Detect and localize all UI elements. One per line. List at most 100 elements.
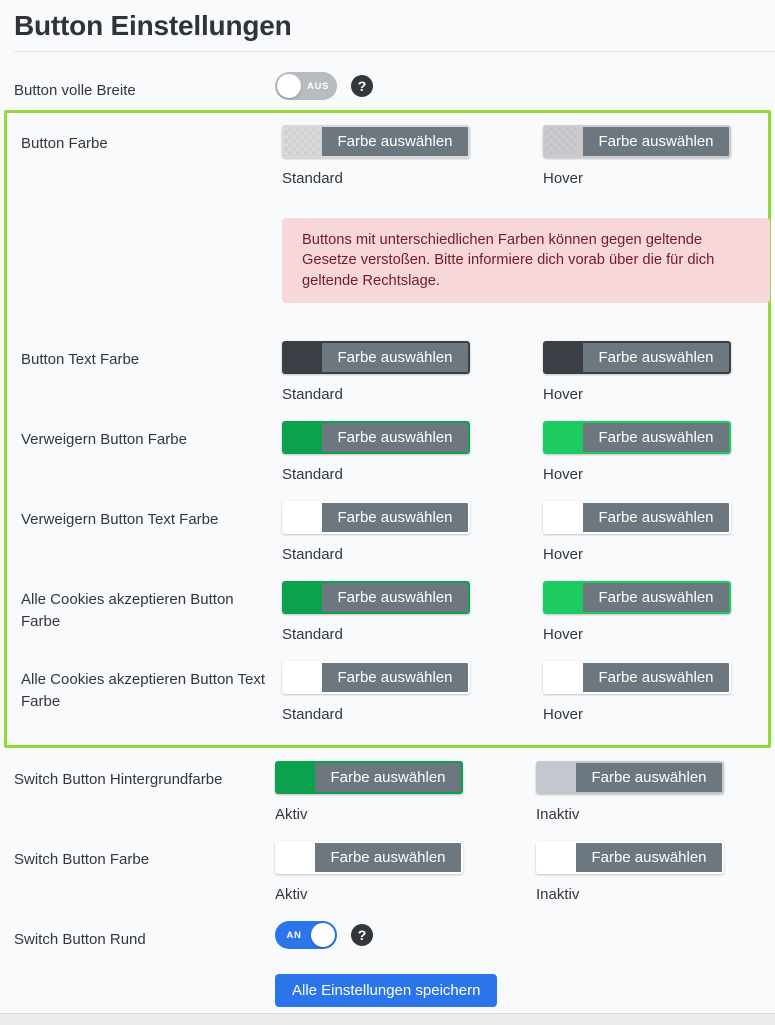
picker-caption: Hover [543, 466, 584, 484]
picker-group-standard: Farbe auswählen Standard [282, 581, 470, 643]
color-swatch [538, 763, 576, 793]
color-picker-button-standard[interactable]: Farbe auswählen [282, 124, 470, 158]
color-picker-label: Farbe auswählen [598, 132, 714, 150]
color-picker-label: Farbe auswählen [598, 589, 714, 607]
color-picker-button-standard[interactable]: Farbe auswählen [282, 501, 470, 535]
picker-group-standard: Farbe auswählen Standard [282, 421, 470, 483]
picker-group-hover: Farbe auswählen Hover [543, 124, 731, 187]
setting-row-switch-hintergrundfarbe: Switch Button Hintergrundfarbe Farbe aus… [0, 761, 775, 823]
color-swatch [284, 503, 322, 533]
setting-label: Button volle Breite [14, 82, 136, 99]
color-picker-label: Farbe auswählen [330, 769, 446, 787]
color-picker-button-aktiv[interactable]: Farbe auswählen [275, 841, 463, 875]
color-picker-label: Farbe auswählen [337, 589, 453, 607]
picker-caption: Aktiv [275, 886, 308, 904]
color-picker-button-inaktiv[interactable]: Farbe auswählen [536, 761, 724, 795]
picker-caption: Hover [543, 706, 584, 724]
color-picker-label: Farbe auswählen [337, 429, 453, 447]
picker-group-inaktiv: Farbe auswählen Inaktiv [536, 841, 724, 903]
picker-group-hover: Farbe auswählen Hover [543, 421, 731, 483]
setting-row-switch-rund: Switch Button Rund AN ? [0, 921, 775, 951]
toggle-wrap: AN ? [275, 921, 373, 950]
color-swatch [284, 423, 322, 453]
color-swatch [284, 663, 322, 693]
toggle-button-volle-breite[interactable]: AUS [275, 72, 337, 100]
color-picker-button-hover[interactable]: Farbe auswählen [543, 501, 731, 535]
setting-label: Alle Cookies akzeptieren Button Text Far… [21, 671, 266, 711]
help-icon[interactable]: ? [351, 924, 373, 947]
picker-caption: Inaktiv [536, 806, 580, 824]
toggle-knob [277, 74, 301, 98]
color-picker-label: Farbe auswählen [337, 509, 453, 527]
picker-group-hover: Farbe auswählen Hover [543, 581, 731, 643]
picker-columns: Farbe auswählen Aktiv Farbe auswählen In… [275, 761, 724, 823]
legal-warning-notice: Buttons mit unterschiedlichen Farben kön… [282, 217, 770, 304]
setting-label: Switch Button Farbe [14, 851, 150, 869]
picker-caption: Standard [282, 386, 343, 404]
setting-label: Verweigern Button Farbe [21, 431, 187, 449]
picker-group-hover: Farbe auswählen Hover [543, 341, 731, 403]
color-swatch [538, 843, 576, 873]
setting-row-button-farbe: Button Farbe Farbe auswählen Standard Fa… [14, 124, 768, 187]
picker-group-standard: Farbe auswählen Standard [282, 501, 470, 563]
color-picker-label: Farbe auswählen [337, 132, 453, 150]
setting-label: Button Text Farbe [21, 351, 140, 369]
color-picker-button-standard[interactable]: Farbe auswählen [282, 661, 470, 695]
picker-caption: Hover [543, 546, 584, 564]
setting-label: Alle Cookies akzeptieren Button Farbe [21, 591, 234, 631]
setting-label: Verweigern Button Text Farbe [21, 511, 219, 529]
picker-group-standard: Farbe auswählen Standard [282, 661, 470, 723]
picker-group-inaktiv: Farbe auswählen Inaktiv [536, 761, 724, 823]
highlighted-settings-group: Button Farbe Farbe auswählen Standard Fa… [4, 109, 771, 749]
picker-caption: Inaktiv [536, 886, 580, 904]
picker-group-aktiv: Farbe auswählen Aktiv [275, 761, 463, 823]
color-swatch [545, 503, 583, 533]
color-picker-button-standard[interactable]: Farbe auswählen [282, 341, 470, 375]
color-swatch [545, 343, 583, 373]
color-picker-button-hover[interactable]: Farbe auswählen [543, 421, 731, 455]
setting-label: Switch Button Rund [14, 931, 146, 949]
picker-columns: Farbe auswählen Standard Farbe auswählen… [282, 421, 731, 483]
color-picker-label: Farbe auswählen [591, 849, 707, 867]
picker-caption: Standard [282, 169, 343, 187]
picker-caption: Hover [543, 169, 584, 187]
picker-columns: Farbe auswählen Standard Farbe auswählen… [282, 341, 731, 403]
setting-row-button-text-farbe: Button Text Farbe Farbe auswählen Standa… [14, 341, 768, 403]
color-picker-label: Farbe auswählen [598, 349, 714, 367]
picker-columns: Farbe auswählen Standard Farbe auswählen… [282, 124, 731, 187]
color-swatch [545, 663, 583, 693]
page-title: Button Einstellungen [14, 10, 292, 41]
color-picker-button-hover[interactable]: Farbe auswählen [543, 661, 731, 695]
color-picker-button-hover[interactable]: Farbe auswählen [543, 341, 731, 375]
color-picker-label: Farbe auswählen [598, 509, 714, 527]
toggle-state-label: AN [286, 929, 302, 941]
picker-caption: Hover [543, 626, 584, 644]
picker-columns: Farbe auswählen Standard Farbe auswählen… [282, 581, 731, 643]
picker-caption: Hover [543, 386, 584, 404]
picker-caption: Standard [282, 466, 343, 484]
color-swatch [545, 423, 583, 453]
setting-label: Button Farbe [21, 134, 108, 152]
help-icon[interactable]: ? [351, 75, 373, 97]
toggle-state-label: AUS [307, 80, 329, 92]
setting-row-alle-cookies-farbe: Alle Cookies akzeptieren Button Farbe Fa… [14, 581, 768, 643]
color-swatch [545, 583, 583, 613]
color-picker-label: Farbe auswählen [598, 429, 714, 447]
setting-row-verweigern-text-farbe: Verweigern Button Text Farbe Farbe auswä… [14, 501, 768, 563]
picker-columns: Farbe auswählen Aktiv Farbe auswählen In… [275, 841, 724, 903]
color-picker-label: Farbe auswählen [598, 669, 714, 687]
color-picker-button-aktiv[interactable]: Farbe auswählen [275, 761, 463, 795]
color-picker-button-inaktiv[interactable]: Farbe auswählen [536, 841, 724, 875]
picker-caption: Standard [282, 546, 343, 564]
color-picker-button-hover[interactable]: Farbe auswählen [543, 124, 731, 158]
color-picker-label: Farbe auswählen [330, 849, 446, 867]
title-divider [14, 51, 775, 52]
setting-row-verweigern-farbe: Verweigern Button Farbe Farbe auswählen … [14, 421, 768, 483]
color-picker-button-standard[interactable]: Farbe auswählen [282, 581, 470, 615]
color-picker-button-hover[interactable]: Farbe auswählen [543, 581, 731, 615]
toggle-switch-button-rund[interactable]: AN [275, 921, 337, 950]
color-picker-label: Farbe auswählen [591, 769, 707, 787]
save-settings-button[interactable]: Alle Einstellungen speichern [275, 974, 498, 1008]
color-picker-button-standard[interactable]: Farbe auswählen [282, 421, 470, 455]
picker-group-hover: Farbe auswählen Hover [543, 661, 731, 723]
